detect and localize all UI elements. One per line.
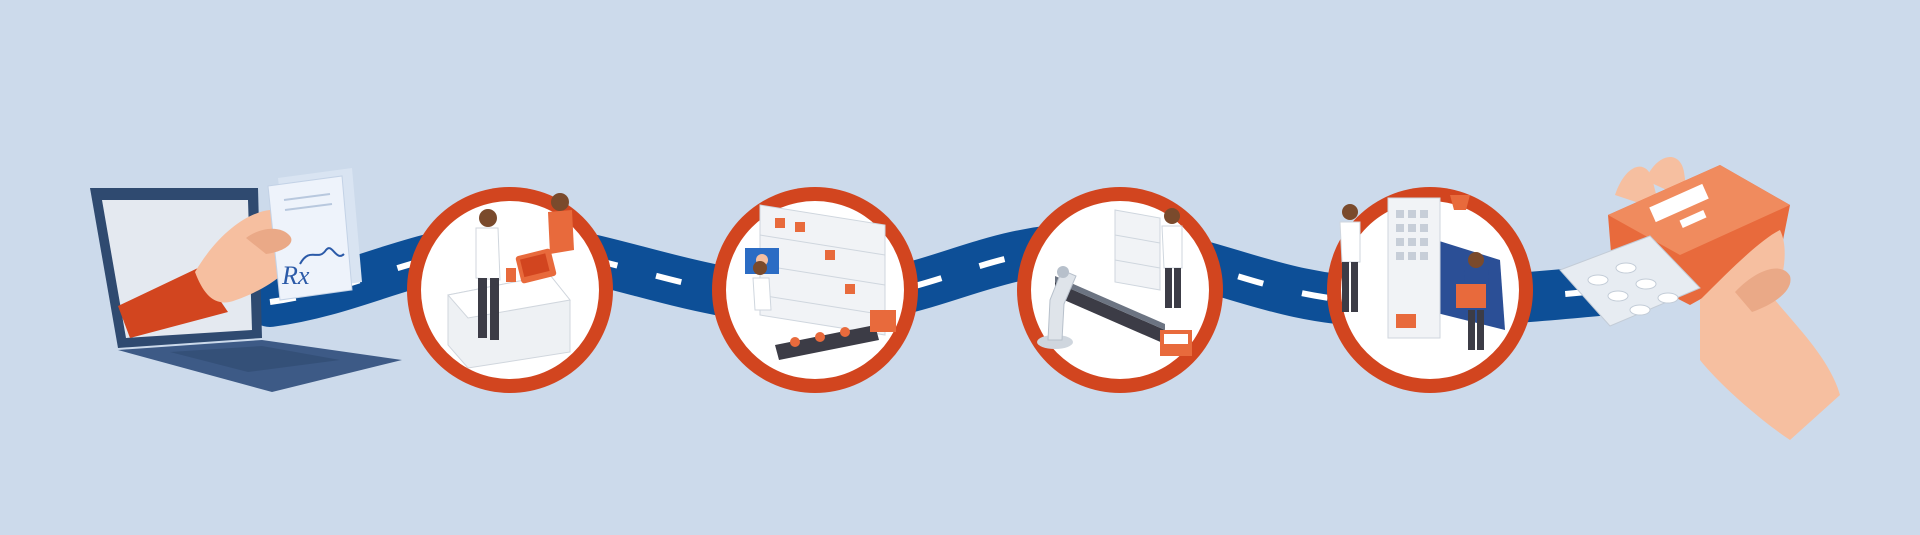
paper-line xyxy=(284,203,333,211)
step-circle-robot-conveyor xyxy=(1017,187,1223,393)
step-circle-pharmacy-shelving xyxy=(712,187,918,393)
thumb xyxy=(1735,268,1791,312)
prescription-paper: Rx xyxy=(267,168,362,301)
delivery-van-icon xyxy=(1339,195,1505,350)
hand-palm xyxy=(1700,230,1840,440)
signature-scribble xyxy=(299,247,345,265)
pharmacy-shelving-icon xyxy=(745,204,896,360)
box-label xyxy=(1649,183,1709,223)
rx-symbol: Rx xyxy=(281,261,310,290)
laptop-with-prescription: Rx xyxy=(90,168,402,392)
paper-line xyxy=(283,193,331,201)
robot-arm-conveyor-icon xyxy=(1037,208,1192,356)
thumb xyxy=(246,228,292,254)
pharmacy-counter-icon xyxy=(447,193,574,369)
hand-with-medicine xyxy=(1559,157,1840,440)
paper-front xyxy=(267,175,353,301)
laptop-keyboard-keys xyxy=(170,346,340,372)
medicine-box-top xyxy=(1608,165,1790,255)
step-circle-pharmacy-counter xyxy=(407,187,613,393)
step-circle-delivery xyxy=(1327,187,1533,393)
blister-pack xyxy=(1559,235,1701,327)
box-label xyxy=(1679,210,1707,228)
sleeve xyxy=(118,268,228,338)
